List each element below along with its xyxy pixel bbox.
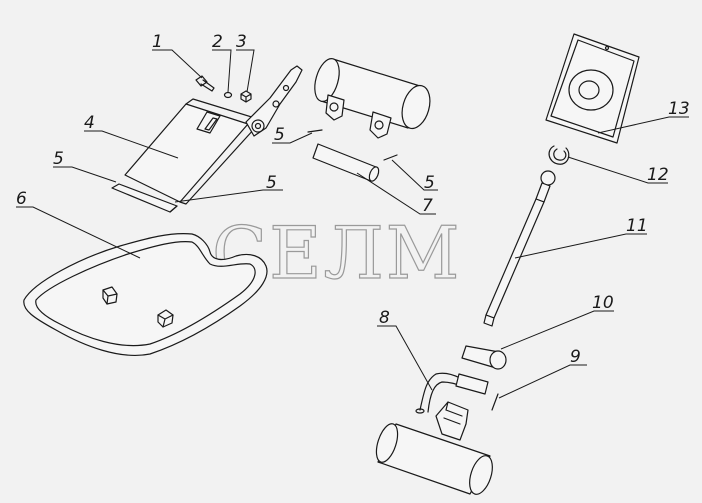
part-11-rod	[483, 170, 556, 327]
leader-5b	[174, 189, 283, 203]
leader-5d	[391, 159, 438, 191]
part-3-nut	[240, 90, 252, 103]
part-5-split-pin-a	[307, 129, 323, 133]
callout-5d: 5	[424, 173, 435, 193]
part-4-bracket	[111, 65, 303, 213]
part-1-bolt	[195, 75, 215, 92]
callout-2: 2	[212, 32, 223, 52]
leader-4	[84, 130, 179, 159]
callout-9: 9	[570, 347, 581, 367]
part-5-split-pin-b	[383, 154, 398, 161]
part-13-cover-plate	[545, 33, 640, 144]
leader-11	[514, 233, 647, 259]
leader-8	[377, 325, 433, 391]
leader-9	[498, 364, 587, 399]
part-12-ring	[548, 145, 570, 165]
leader-5a	[53, 166, 117, 183]
part-8-lever	[415, 372, 489, 414]
callout-10: 10	[592, 293, 614, 313]
leader-1	[152, 49, 203, 79]
part-tube-with-lugs	[314, 58, 431, 139]
part-7-pin	[312, 143, 380, 182]
callout-1: 1	[152, 32, 163, 52]
callout-3: 3	[236, 32, 247, 52]
callout-13: 13	[668, 99, 690, 119]
leader-2	[212, 49, 232, 93]
leader-3	[236, 49, 255, 93]
part-6-mat	[23, 233, 268, 356]
callout-5c: 5	[274, 125, 285, 145]
callout-5b: 5	[266, 173, 277, 193]
callout-6: 6	[16, 189, 27, 209]
part-9-pin	[491, 393, 499, 411]
part-roller	[375, 401, 493, 495]
leader-7	[356, 172, 436, 215]
leader-5c	[272, 132, 313, 144]
callout-5a: 5	[53, 149, 64, 169]
leader-12	[567, 156, 668, 184]
callout-7: 7	[422, 196, 433, 216]
callout-4: 4	[84, 113, 95, 133]
leader-13	[597, 116, 689, 134]
part-2-washer	[223, 91, 233, 99]
callout-12: 12	[647, 165, 669, 185]
part-10-bushing	[461, 345, 507, 370]
leader-6	[16, 206, 141, 259]
callout-11: 11	[626, 216, 648, 236]
leader-10	[500, 310, 614, 350]
callout-8: 8	[379, 308, 390, 328]
